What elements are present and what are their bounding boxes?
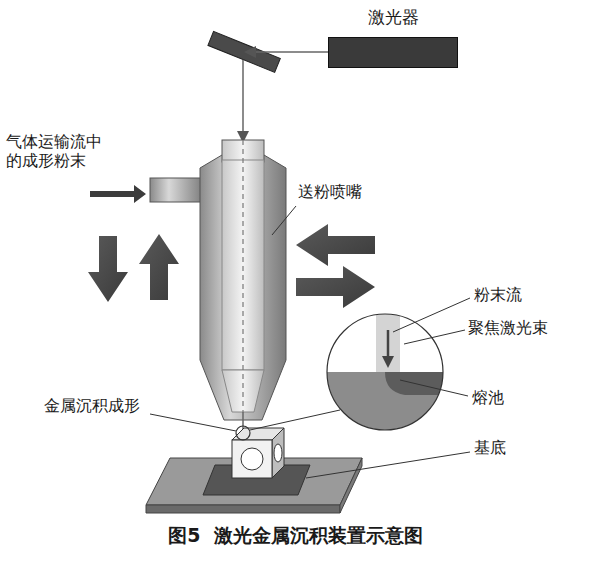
- leader-line: [393, 298, 470, 332]
- laser-body: [328, 37, 458, 68]
- laser-label: 激光器: [328, 6, 458, 28]
- substrate-edge: [340, 458, 362, 513]
- motion-arrow: [296, 266, 375, 308]
- part-label: 金属沉积成形: [44, 396, 140, 415]
- part-hole: [241, 448, 263, 470]
- leader-line: [400, 380, 468, 396]
- part-label: 送粉喷嘴: [298, 182, 362, 201]
- laser-unit: 激光器: [328, 6, 458, 68]
- part-side: [272, 428, 284, 478]
- part-label: 聚焦激光束: [468, 318, 548, 337]
- inset-circle: [327, 314, 443, 430]
- laser-beam: [247, 51, 328, 53]
- part-label: 粉末流: [474, 285, 522, 304]
- leader-line: [150, 414, 236, 431]
- part-front: [232, 440, 272, 478]
- part-label: 基底: [474, 438, 506, 457]
- powder-label: 气体运输流中的成形粉末: [6, 132, 110, 170]
- motion-arrow: [139, 234, 179, 300]
- substrate-edge: [146, 505, 340, 513]
- zoom-line: [250, 410, 340, 430]
- motion-arrow: [296, 224, 375, 266]
- leader-line: [272, 206, 296, 235]
- laser-beam: [242, 412, 244, 430]
- melt-zone: [236, 426, 250, 440]
- inlet-pipe: [150, 178, 204, 202]
- part-hole: [274, 444, 282, 462]
- part-label: 熔池: [472, 388, 504, 407]
- laser-beam: [242, 60, 244, 140]
- motion-arrow: [88, 236, 128, 302]
- powder-arrow: [90, 185, 146, 203]
- leader-line: [404, 330, 465, 344]
- figure-caption: 图5 激光金属沉积装置示意图: [168, 524, 422, 547]
- beam-axis: [242, 140, 243, 412]
- leader-line: [306, 452, 470, 478]
- inset-detail: [320, 310, 450, 440]
